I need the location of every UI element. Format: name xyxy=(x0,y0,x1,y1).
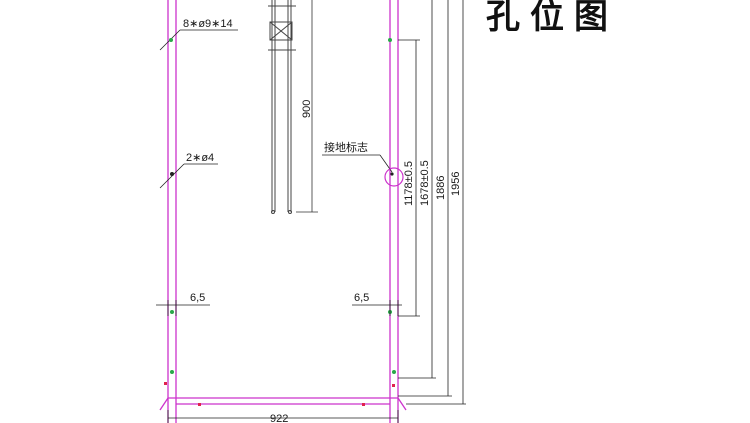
center-rods xyxy=(268,0,296,214)
frame-corner-right xyxy=(397,397,407,411)
frame-markers xyxy=(164,38,396,406)
drawing-title: 孔位图 xyxy=(486,0,618,37)
label-side-left: 6,5 xyxy=(190,292,205,304)
dim-label-1956: 1956 xyxy=(450,172,462,196)
rod-box xyxy=(269,21,293,41)
ground-mark xyxy=(322,154,404,187)
vertical-dims xyxy=(398,0,466,405)
label-holes-small: 2∗ø4 xyxy=(186,152,214,164)
dim-side-left xyxy=(156,300,210,316)
dim-side-right xyxy=(352,300,402,316)
hole-point xyxy=(169,38,173,42)
dim-900 xyxy=(296,0,318,213)
label-ground-mark: 接地标志 xyxy=(324,140,368,154)
ground-circle xyxy=(384,167,404,187)
dim-label-1178: 1178±0.5 xyxy=(403,161,415,206)
frame-corner-left xyxy=(159,397,169,411)
leader-holes-small xyxy=(159,163,218,189)
dim-900-label: 900 xyxy=(301,100,313,118)
label-side-right: 6,5 xyxy=(354,292,369,304)
dim-label-1678: 1678±0.5 xyxy=(419,160,431,206)
frame-outline xyxy=(159,0,407,423)
dim-width xyxy=(167,410,399,423)
label-holes-top: 8∗ø9∗14 xyxy=(183,18,233,30)
dim-label-1886: 1886 xyxy=(435,176,447,200)
label-width: 922 xyxy=(270,413,288,423)
